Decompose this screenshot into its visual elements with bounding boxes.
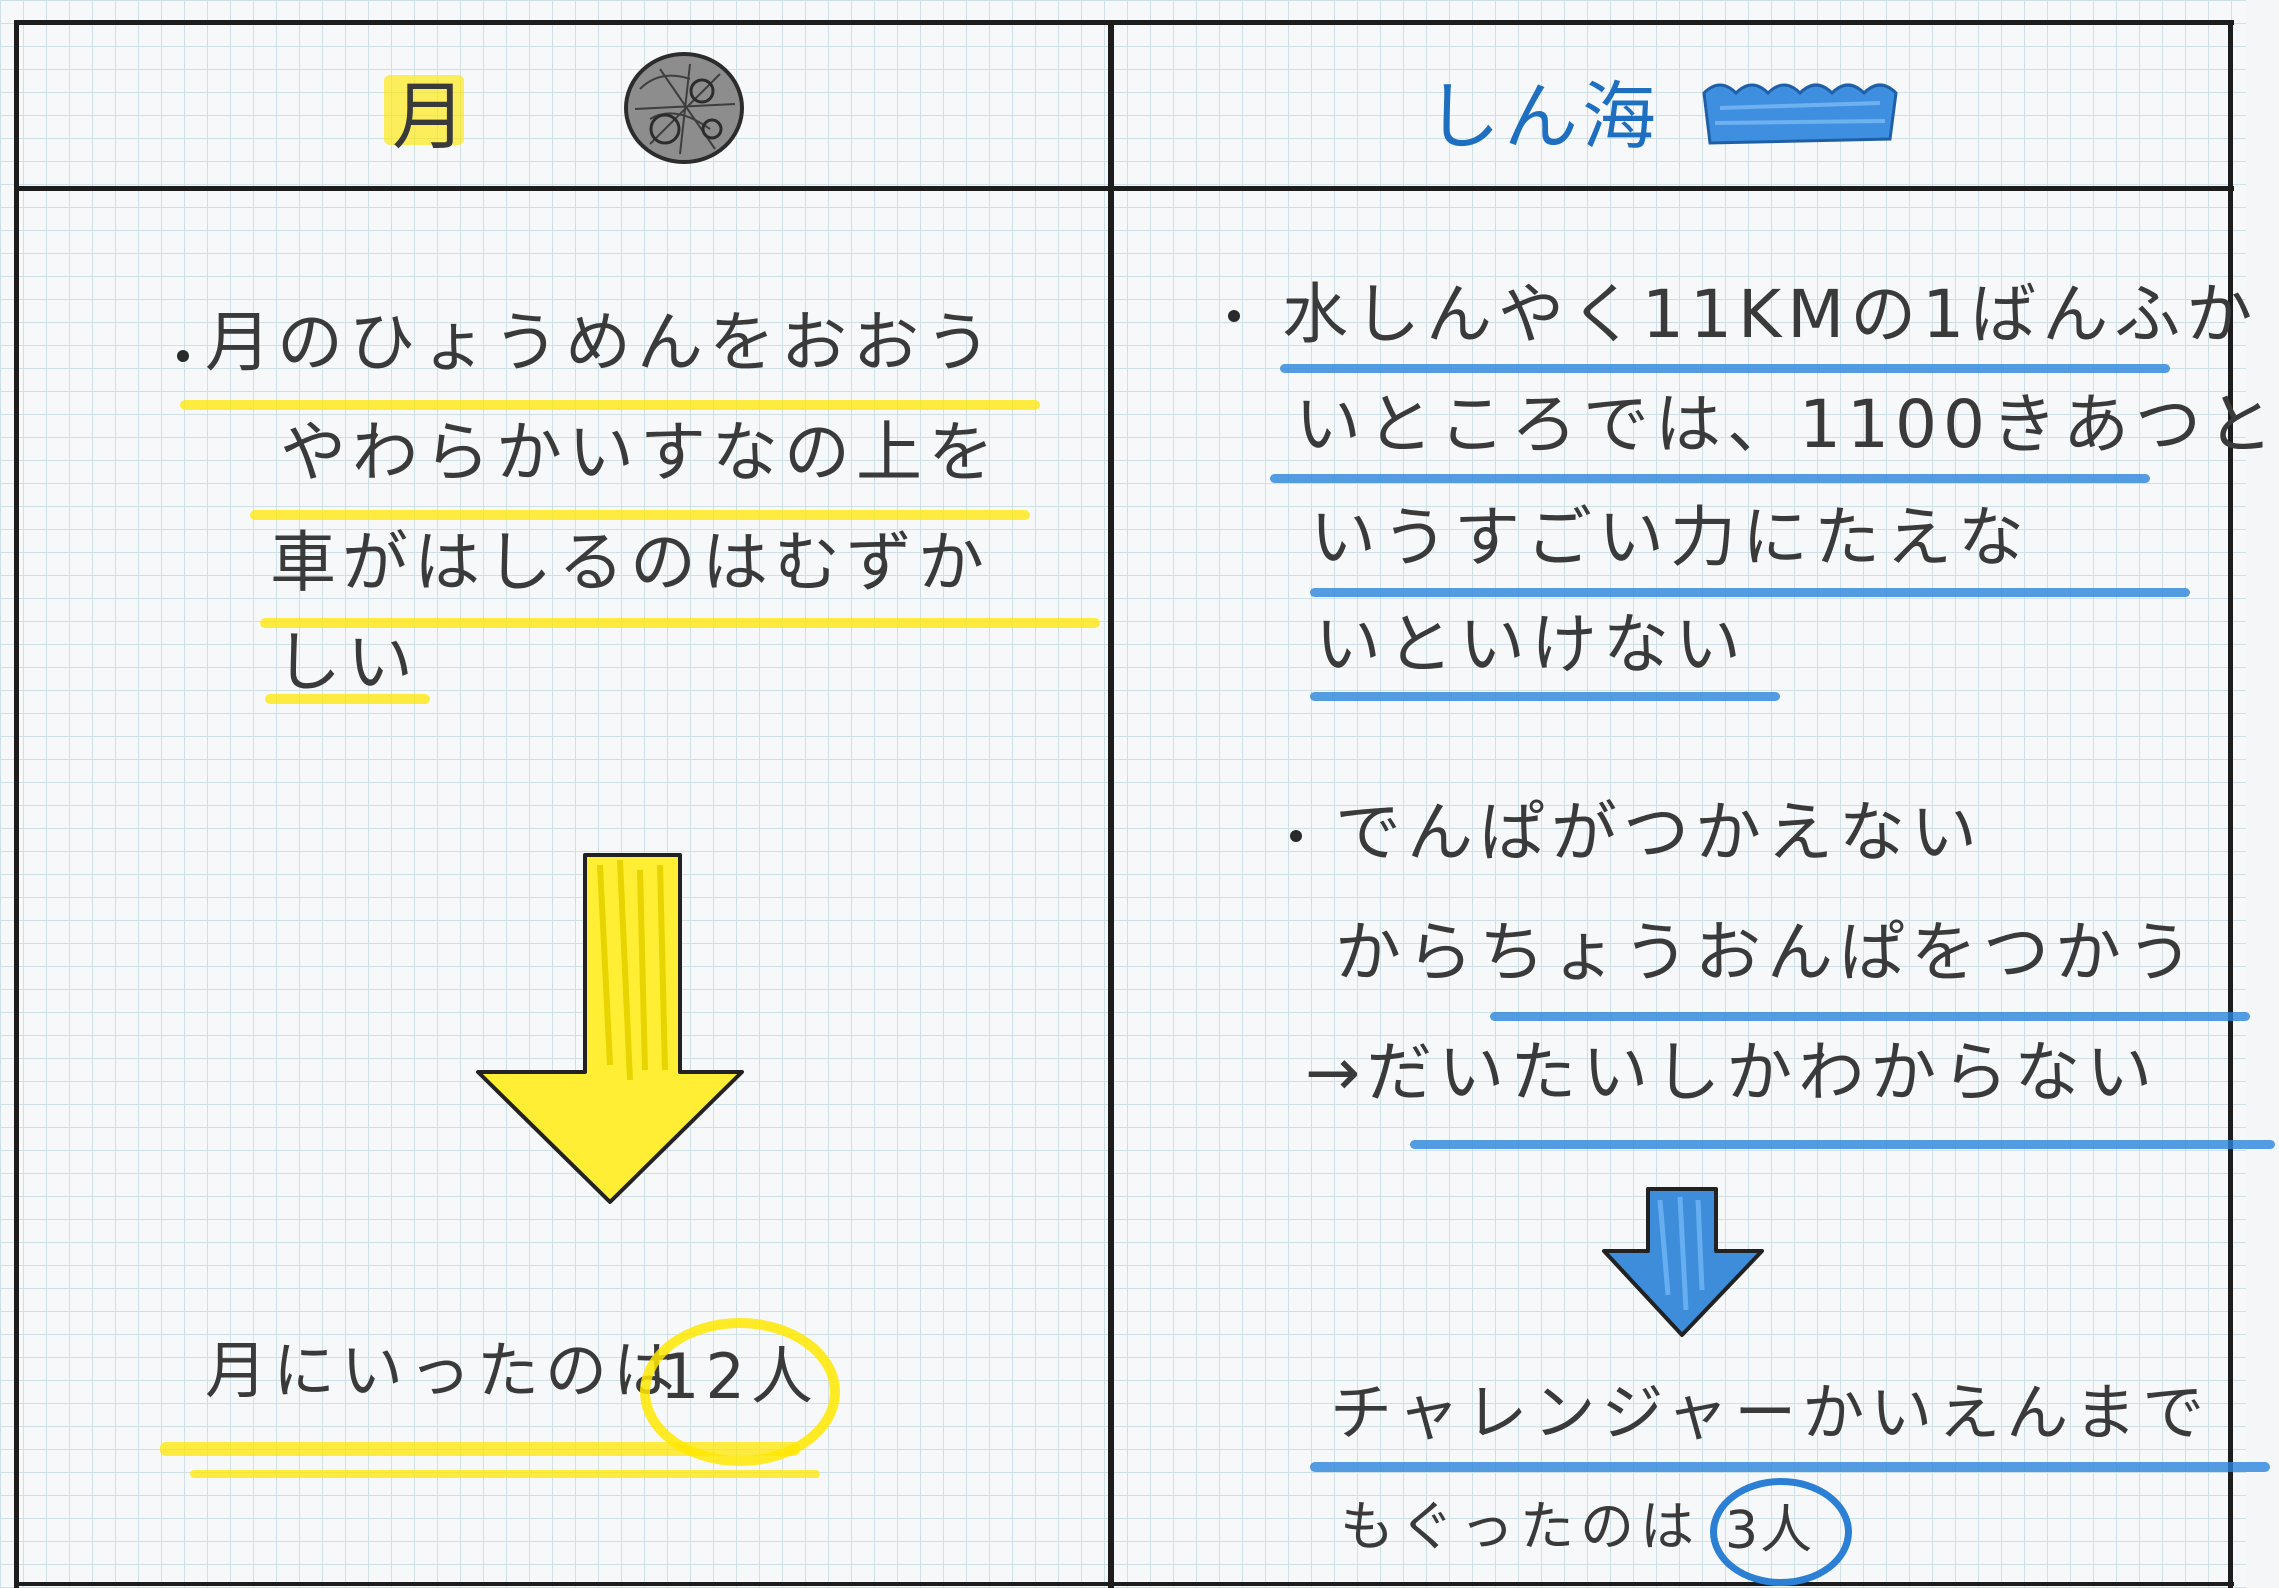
moon-note-line: やわらかいすなの上を xyxy=(280,414,1000,491)
highlight-line xyxy=(1270,474,2150,483)
moon-column: 月 月のひょうめんをおおう やわらかいすなの上を 車がはしる xyxy=(0,0,1110,1588)
frame-center-divider xyxy=(1108,20,1114,1588)
wave-icon xyxy=(1700,63,1900,158)
moon-note-bullet xyxy=(177,350,189,362)
deep-sea-column: しん海 水しんやく11KMの1ばんふか いところでは、1100きあつと いうすご… xyxy=(1110,0,2275,1588)
moon-result-text: 月にいったのは xyxy=(205,1334,682,1407)
deep-sea-note2-line: からちょうおんぱをつかう xyxy=(1335,914,2199,991)
highlight-line xyxy=(1310,692,1780,701)
deep-sea-count: 3人 xyxy=(1725,1501,1815,1561)
deep-sea-heading: しん海 xyxy=(1110,40,2246,180)
deep-sea-note2-bullet xyxy=(1290,830,1302,842)
moon-icon xyxy=(620,49,748,172)
frame-top xyxy=(14,20,2234,25)
highlight-line xyxy=(160,1442,800,1456)
frame-right xyxy=(2228,20,2233,1588)
highlight-line xyxy=(1280,364,2170,373)
deep-sea-result-line1: チャレンジャーかいえんまで xyxy=(1330,1376,2211,1449)
highlight-line xyxy=(265,694,430,704)
highlight-line xyxy=(250,510,1030,520)
highlight-line xyxy=(1410,1140,2275,1149)
deep-sea-note2-line: →だいたいしかわからない xyxy=(1305,1034,2159,1111)
moon-title-highlight xyxy=(384,74,464,145)
highlight-line xyxy=(1310,588,2190,597)
deep-sea-note1-bullet xyxy=(1228,310,1240,322)
deep-sea-note1-line: 水しんやく11KMの1ばんふか xyxy=(1282,276,2259,353)
moon-title: 月 xyxy=(392,73,470,160)
moon-count: 12人 xyxy=(660,1340,819,1413)
deep-sea-title: しん海 xyxy=(1426,73,1660,160)
frame-header-divider xyxy=(14,186,2234,191)
moon-note-line: 月のひょうめんをおおう xyxy=(205,304,997,381)
frame-left xyxy=(14,20,19,1588)
arrow-down-blue-icon xyxy=(1598,1185,1768,1345)
moon-note-line: 車がはしるのはむずか xyxy=(270,524,990,601)
arrow-down-yellow-icon xyxy=(470,850,750,1215)
deep-sea-note1-line: いうすごい力にたえな xyxy=(1310,499,2030,576)
moon-note-line: しい xyxy=(275,624,419,701)
moon-count-circle xyxy=(640,1318,840,1466)
deep-sea-count-circle xyxy=(1710,1478,1852,1586)
highlight-line xyxy=(260,618,1100,628)
deep-sea-result-line2: もぐったのは xyxy=(1340,1495,1700,1558)
highlight-line xyxy=(190,1470,820,1478)
frame-bottom xyxy=(14,1582,2234,1586)
highlight-line xyxy=(1490,1012,2250,1021)
highlight-line xyxy=(180,400,1040,410)
deep-sea-note2-line: でんぱがつかえない xyxy=(1335,794,1983,871)
highlight-line xyxy=(1310,1462,2270,1472)
deep-sea-note1-line: いところでは、1100きあつと xyxy=(1295,386,2279,463)
deep-sea-note1-line: いといけない xyxy=(1315,606,1747,683)
moon-heading: 月 xyxy=(0,40,1110,180)
